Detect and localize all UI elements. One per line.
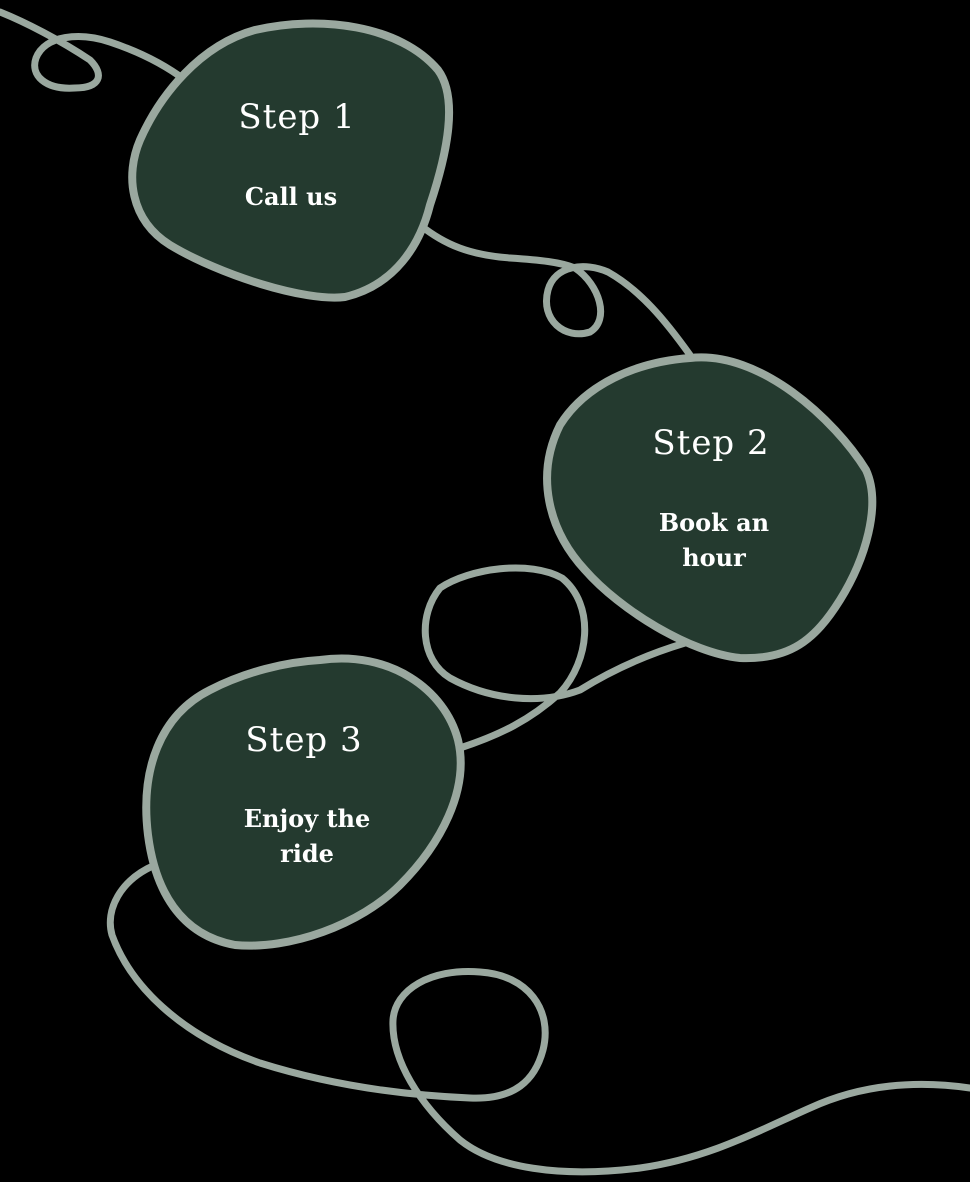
connector-line-1-2 xyxy=(416,221,694,359)
step-1-description-line-1: Call us xyxy=(245,182,337,211)
step-2-description-line-2: hour xyxy=(682,543,746,572)
step-3-description-line-1: Enjoy the xyxy=(244,804,371,833)
step-3-title: Step 3 xyxy=(245,720,362,760)
step-3-description-line-2: ride xyxy=(280,839,334,868)
step-1-title: Step 1 xyxy=(238,97,355,137)
connector-line-2-3 xyxy=(421,564,689,752)
step-3-blob xyxy=(142,654,465,950)
step-2-blob xyxy=(543,353,877,663)
step-2-title: Step 2 xyxy=(652,423,769,463)
step-1-blob xyxy=(128,19,454,302)
step-2-description-line-1: Book an xyxy=(659,508,769,537)
connector-line-top xyxy=(0,8,189,92)
connector-line-bottom xyxy=(106,861,970,1176)
